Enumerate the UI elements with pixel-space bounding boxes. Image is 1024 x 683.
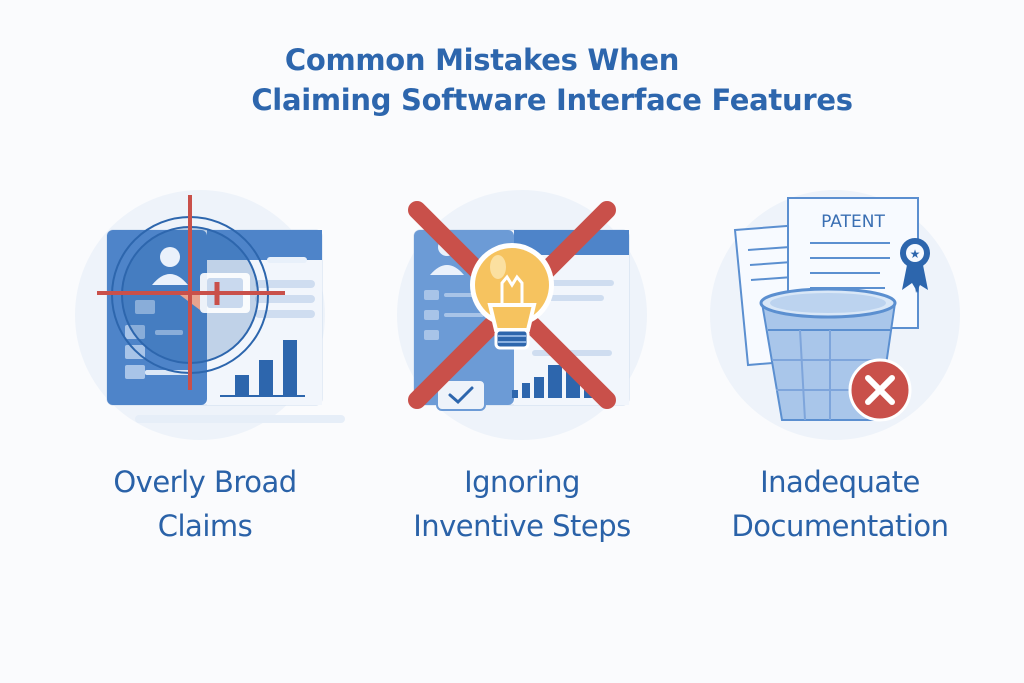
title-line-2: Claiming Software Interface Features: [251, 83, 853, 117]
mistake-card-overly-broad-claims: Overly Broad Claims: [55, 185, 355, 565]
crosshair-target-over-interface-icon: [75, 190, 345, 440]
svg-text:★: ★: [910, 247, 921, 261]
mistake-card-inadequate-documentation: PATENT ★ Inadequate Documentation: [690, 185, 990, 565]
title-line-1: Common Mistakes When: [284, 43, 680, 77]
crossed-out-lightbulb-icon: [397, 190, 647, 440]
page-title: Common Mistakes When Claiming Software I…: [0, 40, 1024, 120]
patent-in-trash-icon: PATENT ★: [710, 190, 960, 440]
mistake-label: Inadequate Documentation: [731, 465, 949, 543]
patent-heading: PATENT: [821, 212, 885, 232]
mistake-label: Overly Broad Claims: [113, 465, 297, 543]
mistake-card-ignoring-inventive-steps: Ignoring Inventive Steps: [372, 185, 672, 565]
mistake-label: Ignoring Inventive Steps: [413, 465, 631, 543]
